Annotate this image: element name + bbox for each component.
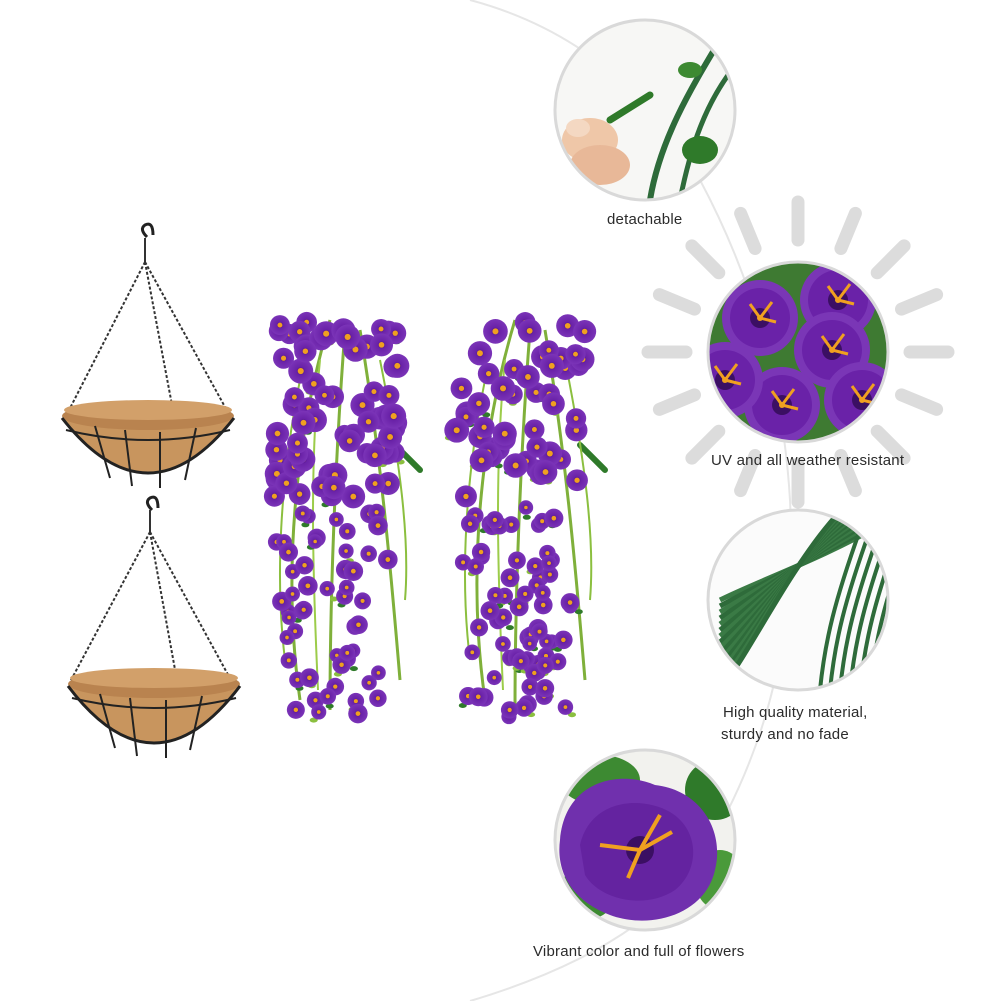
detachable-detail-image [553, 18, 737, 202]
flower-bunch-left [279, 319, 423, 711]
vibrant-flower-detail-image [553, 748, 737, 932]
feature-caption-detachable: detachable [607, 211, 683, 228]
feature-caption-quality-line-1: High quality material, [723, 704, 868, 721]
hanging-basket-top [60, 222, 236, 488]
flower-blossoms [263, 311, 597, 725]
feature-caption-uv-resistant: UV and all weather resistant [711, 452, 905, 469]
feature-caption-vibrant: Vibrant color and full of flowers [533, 943, 745, 960]
uv-resistant-detail-image [706, 260, 890, 444]
hanging-basket-bottom [66, 495, 242, 758]
stem-material-detail-image [706, 508, 890, 692]
feature-caption-quality-line-2: sturdy and no fade [721, 726, 849, 743]
sun-rays-icon [641, 195, 955, 509]
